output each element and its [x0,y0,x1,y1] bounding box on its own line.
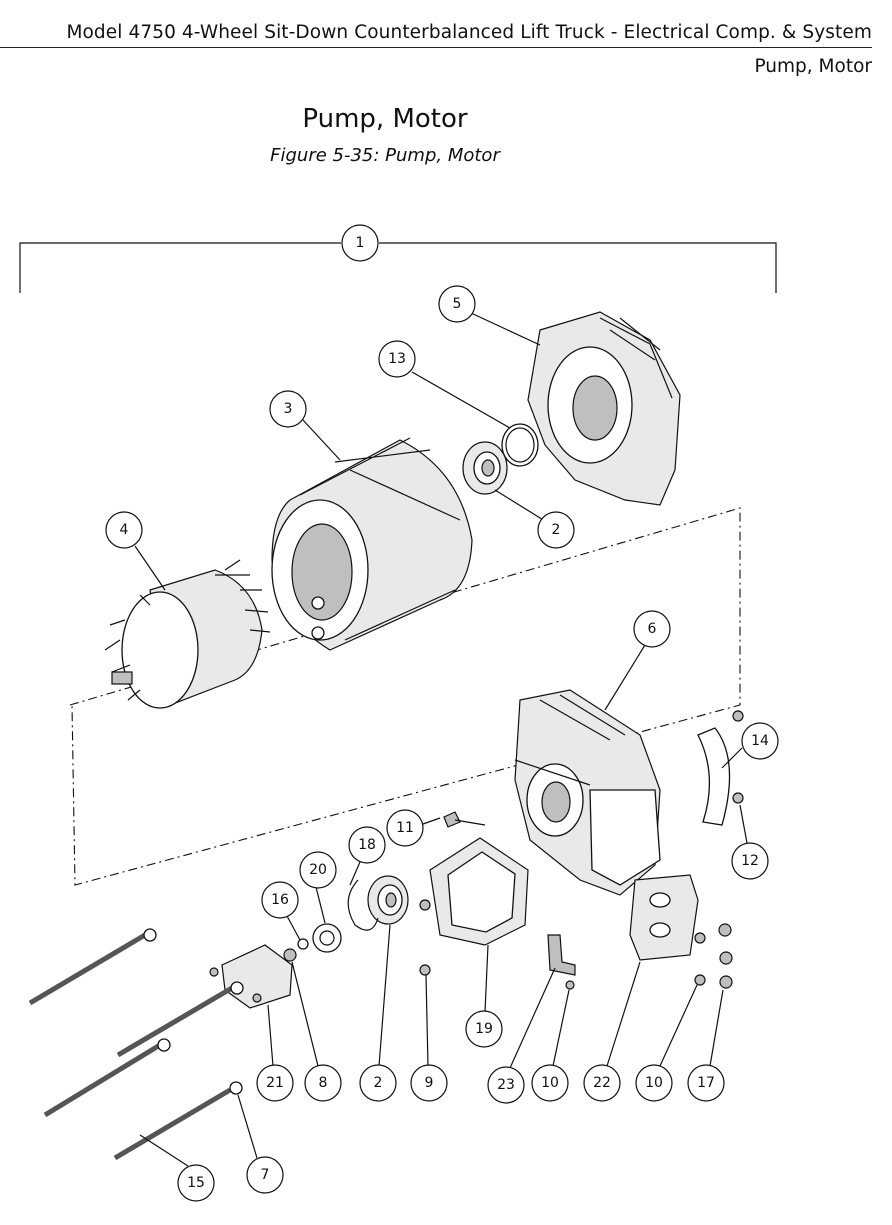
header-divider [0,47,872,48]
callout-label: 18 [358,837,376,853]
callout-13: 13 [378,340,416,378]
callout-label: 8 [319,1075,328,1091]
callout-2b: 2 [359,1064,397,1102]
callout-3: 3 [269,390,307,428]
callout-label: 9 [425,1075,434,1091]
callout-22: 22 [583,1064,621,1102]
callout-label: 5 [453,296,462,312]
callout-label: 2 [374,1075,383,1091]
callout-label: 21 [266,1075,284,1091]
bearing-upper [462,441,508,495]
callout-19: 19 [465,1010,503,1048]
callout-2: 2 [537,511,575,549]
document-header-section: Pump, Motor [754,56,872,77]
callout-label: 10 [541,1075,559,1091]
callout-10: 10 [531,1064,569,1102]
callout-label: 23 [497,1077,515,1093]
document-header-title: Model 4750 4-Wheel Sit-Down Counterbalan… [66,22,872,43]
callout-7: 7 [246,1156,284,1194]
brush-holder-22 [629,874,699,961]
callout-10b: 10 [635,1064,673,1102]
callout-21: 21 [256,1064,294,1102]
assembly-centerline [69,507,741,886]
callout-label: 4 [120,522,129,538]
callout-label: 17 [697,1075,715,1091]
leader-lines [134,312,748,1167]
stator-frame [271,437,473,651]
commutator-housing [514,689,661,896]
callout-label: 3 [284,401,293,417]
hardware-10-17 [694,923,733,989]
end-bell-housing [527,311,681,506]
callout-1: 1 [341,224,379,262]
callout-label: 22 [593,1075,611,1091]
sensor-ring [312,923,342,953]
callout-label: 11 [396,820,414,836]
callout-9: 9 [410,1064,448,1102]
nut-8 [283,948,297,962]
callout-label: 6 [648,621,657,637]
page-title: Pump, Motor [302,104,468,134]
callout-label: 19 [475,1021,493,1037]
callout-16: 16 [261,881,299,919]
snap-ring [347,879,379,931]
screw-9 [419,899,431,911]
callout-6: 6 [633,610,671,648]
callout-label: 20 [309,862,327,878]
callout-label: 12 [741,853,759,869]
callout-8: 8 [304,1064,342,1102]
brush-spring-clip [697,727,731,826]
washers-7 [143,928,244,1095]
callout-label: 2 [552,522,561,538]
callout-label: 1 [356,235,365,251]
speed-sensor-23 [547,934,576,976]
callout-18: 18 [348,826,386,864]
terminal-11 [443,811,461,828]
retaining-ring [501,423,539,467]
callout-14: 14 [741,722,779,760]
callout-label: 10 [645,1075,663,1091]
washer-16 [297,938,309,950]
callout-17: 17 [687,1064,725,1102]
callout-20: 20 [299,851,337,889]
callout-12: 12 [731,842,769,880]
bearing-lower [367,875,409,925]
armature [104,559,271,709]
callout-4: 4 [105,511,143,549]
callout-label: 7 [261,1167,270,1183]
callout-11: 11 [386,809,424,847]
callout-15: 15 [177,1164,215,1202]
figure-caption: Figure 5-35: Pump, Motor [270,145,500,166]
callout-label: 14 [751,733,769,749]
callout-label: 15 [187,1175,205,1191]
screw-12 [732,710,744,804]
cover-plate [429,837,529,946]
callout-label: 16 [271,892,289,908]
through-bolts-15 [28,932,234,1161]
callout-5: 5 [438,285,476,323]
assembly-bracket [19,242,777,293]
callout-label: 13 [388,351,406,367]
callout-23: 23 [487,1066,525,1104]
